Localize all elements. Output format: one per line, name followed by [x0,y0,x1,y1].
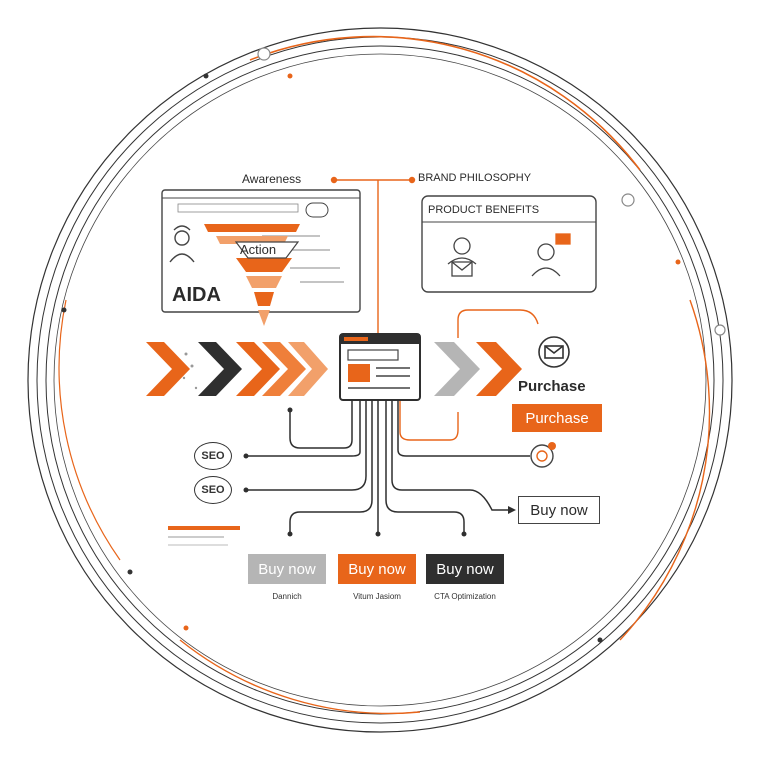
support-agent-icon [531,233,571,277]
purchase-label: Purchase [518,378,586,395]
seo-badge-2: SEO [194,476,232,504]
chevron-arrows [146,342,522,396]
funnel-icon [204,224,300,326]
person-icon [169,225,195,263]
caption-orange: Vitum Jasiom [353,592,401,601]
connector-lines [330,176,539,441]
support-person-icon [447,237,477,277]
mail-icon [538,336,570,368]
webpage-icon [339,333,421,401]
connector-dots [243,407,516,537]
awareness-label: Awareness [242,172,302,186]
buy-now-gray-button[interactable]: Buy now [248,554,326,584]
product-benefits-title: PRODUCT BENEFITS [428,204,540,216]
target-icon [530,442,556,468]
purchase-button[interactable]: Purchase [512,404,602,432]
action-label: Action [240,242,277,257]
buy-now-orange-button[interactable]: Buy now [338,554,416,584]
aida-label: AIDA [172,284,221,306]
buy-now-dark-button[interactable]: Buy now [426,554,504,584]
decorative-bars [168,526,240,546]
caption-gray: Dannich [272,592,302,601]
decorative-specks [182,352,198,390]
tree-connectors [246,400,530,534]
brand-philosophy-label: BRAND PHILOSOPHY [418,172,532,184]
decorative-rings [27,27,733,733]
caption-dark: CTA Optimization [434,592,496,601]
buy-now-outline-button[interactable]: Buy now [518,496,600,524]
seo-badge-1: SEO [194,442,232,470]
